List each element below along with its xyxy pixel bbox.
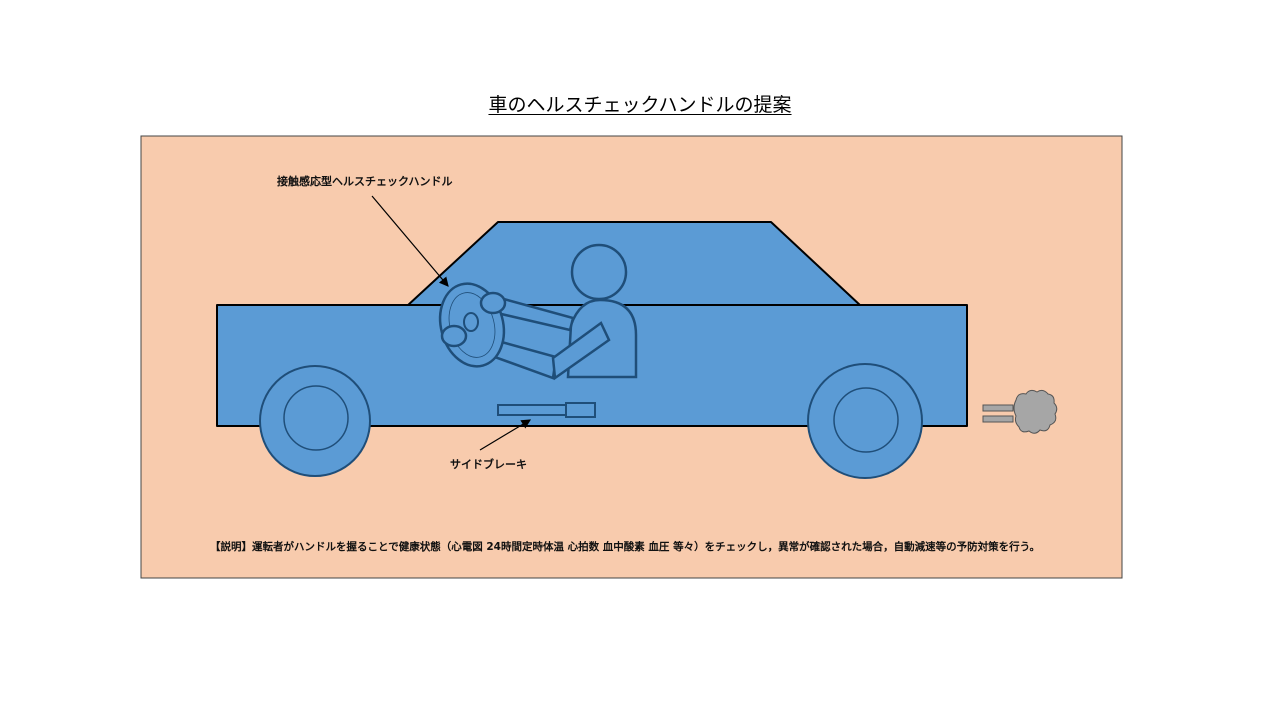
description: 【説明】運転者がハンドルを握ることで健康状態（心電図 24時間定時体温 心拍数 …	[210, 541, 1040, 553]
side-brake-label: サイドブレーキ	[450, 458, 527, 471]
front-wheel	[259, 365, 371, 477]
driver-forearm	[551, 321, 611, 381]
steering-wheel	[438, 282, 507, 368]
steering-arrow	[371, 195, 449, 287]
side-brake	[497, 402, 596, 418]
driver-hand	[479, 291, 507, 315]
exhaust-smoke-icon	[1013, 389, 1058, 434]
page-title: 車のヘルスチェックハンドルの提案	[488, 94, 792, 116]
driver-hand	[440, 324, 468, 348]
steering-label: 接触感応型ヘルスチェックハンドル	[277, 175, 453, 188]
brake-arrow	[479, 419, 532, 451]
exhaust	[982, 389, 1058, 434]
rear-wheel	[807, 363, 923, 479]
driver-head	[570, 243, 628, 301]
